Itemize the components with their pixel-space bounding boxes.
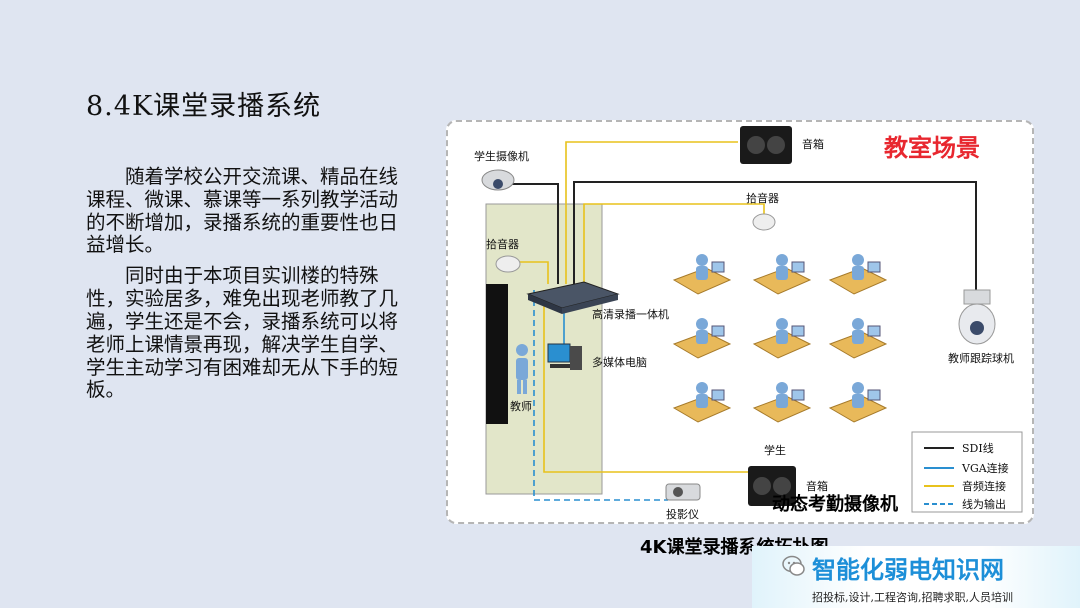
- tracking-camera-icon: [958, 289, 996, 345]
- student-desk-icon: [828, 382, 888, 423]
- paragraph-2: 同时由于本项目实训楼的特殊性，实验居多，难免出现老师教了几遍，学生还是不会，录播…: [86, 264, 399, 402]
- student-camera-icon: [481, 169, 515, 191]
- watermark-subtitle: 招投标,设计,工程咨询,招聘求职,人员培训: [812, 591, 1013, 604]
- student-desk-icon: [752, 254, 812, 295]
- legend-vga: VGA连接: [961, 462, 1009, 475]
- vga-output-lines: [533, 290, 668, 501]
- mic-left-label: 拾音器: [486, 237, 519, 251]
- student-desk-icon: [672, 382, 732, 423]
- topology-svg: 学生摄像机 音箱 教室场景 拾音器 拾音器 高清录播一体机: [474, 126, 1023, 521]
- recorder-label: 高清录播一体机: [592, 307, 669, 321]
- watermark-title: 智能化弱电知识网: [812, 556, 1004, 584]
- speaker-bottom-icon: [748, 466, 796, 506]
- projector-icon: [665, 483, 701, 501]
- speaker-bottom-label: 音箱: [806, 479, 828, 493]
- student-desk-icon: [672, 254, 732, 295]
- topology-diagram: 学生摄像机 音箱 教室场景 拾音器 拾音器 高清录播一体机: [446, 120, 1034, 524]
- speaker-top-icon: [740, 126, 792, 164]
- legend: SDI线 VGA连接 音频连接 线为输出: [911, 431, 1023, 513]
- legend-output: 线为输出: [962, 497, 1006, 511]
- page-title: 8.4K课堂录播系统: [86, 91, 322, 122]
- speaker-top-label: 音箱: [802, 137, 824, 151]
- legend-sdi: SDI线: [962, 441, 994, 455]
- mic-top-label: 拾音器: [746, 191, 779, 205]
- recorder-icon: [526, 281, 620, 314]
- sdi-lines: [500, 181, 977, 292]
- students-grid: [672, 254, 888, 423]
- blackboard: [486, 284, 508, 424]
- tracking-camera-label: 教师跟踪球机: [948, 351, 1014, 365]
- student-desk-icon: [828, 318, 888, 359]
- watermark: 智能化弱电知识网 招投标,设计,工程咨询,招聘求职,人员培训: [752, 546, 1080, 608]
- student-desk-icon: [752, 382, 812, 423]
- microphone-left-icon: [495, 255, 521, 273]
- body-text: 随着学校公开交流课、精品在线课程、微课、慕课等一系列教学活动的不断增加，录播系统…: [86, 165, 402, 410]
- students-label: 学生: [764, 443, 786, 457]
- attendance-camera-caption: 动态考勤摄像机: [772, 494, 898, 515]
- pc-icon: [547, 343, 582, 370]
- pc-label: 多媒体电脑: [592, 355, 647, 369]
- microphone-top-icon: [752, 213, 776, 231]
- student-desk-icon: [672, 318, 732, 359]
- student-desk-icon: [828, 254, 888, 295]
- student-camera-label: 学生摄像机: [474, 149, 529, 163]
- audio-lines: [520, 141, 765, 473]
- paragraph-1: 随着学校公开交流课、精品在线课程、微课、慕课等一系列教学活动的不断增加，录播系统…: [86, 165, 399, 257]
- teacher-label: 教师: [510, 400, 532, 413]
- legend-audio: 音频连接: [962, 479, 1006, 493]
- scene-label: 教室场景: [884, 134, 980, 162]
- teacher-icon: [516, 344, 528, 394]
- student-desk-icon: [752, 318, 812, 359]
- projector-label: 投影仪: [666, 507, 699, 521]
- wechat-icon: [782, 555, 805, 576]
